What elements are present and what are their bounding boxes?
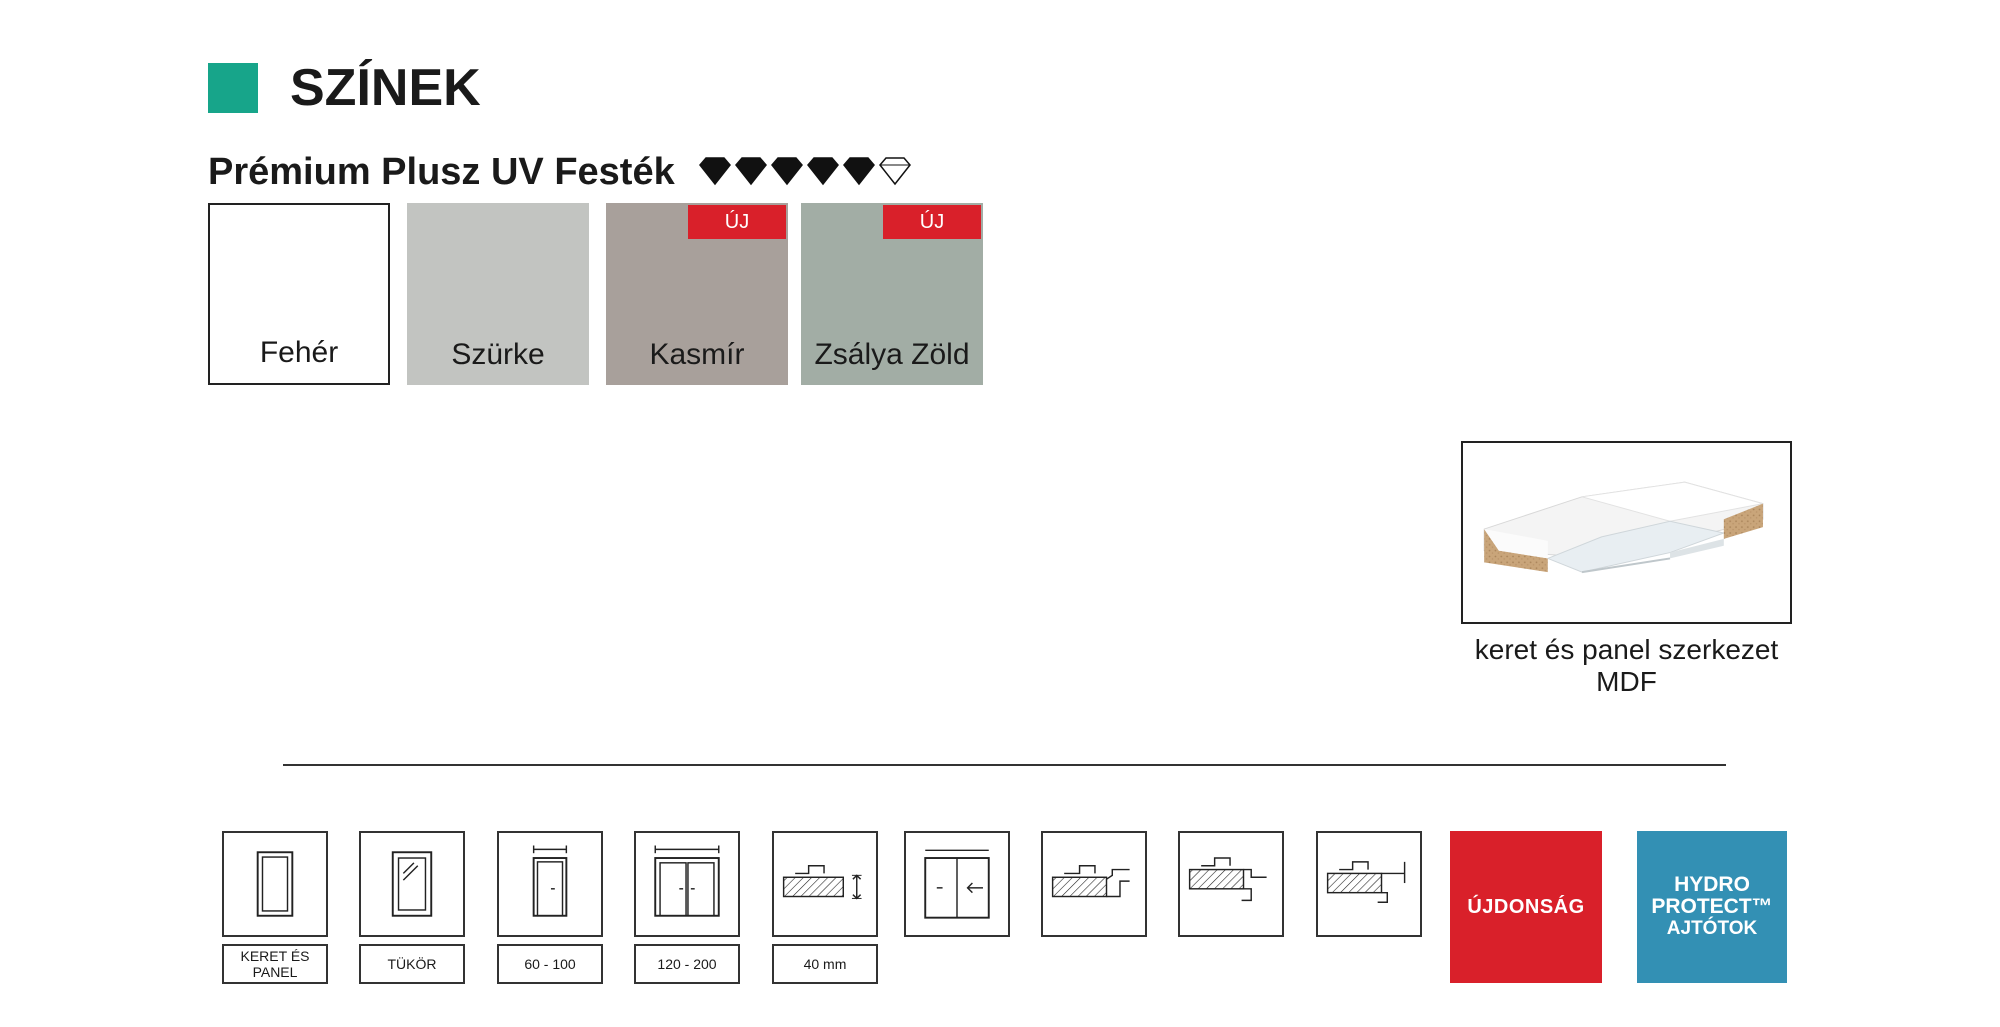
swatch-szurke[interactable]: Szürke	[407, 203, 589, 385]
feature-label: 120 - 200	[634, 944, 740, 984]
swatch-feher[interactable]: Fehér	[208, 203, 390, 385]
new-badge: ÚJ	[883, 205, 981, 239]
rebate-profile-1-icon	[1041, 831, 1147, 937]
mirror-door-icon	[359, 831, 465, 937]
rebate-profile-3-icon	[1316, 831, 1422, 937]
swatch-label: Zsálya Zöld	[814, 338, 970, 371]
feature-label: 60 - 100	[497, 944, 603, 984]
feature-label: 40 mm	[772, 944, 878, 984]
swatch-zsalya-zold[interactable]: ÚJ Zsálya Zöld	[801, 203, 983, 385]
rebate-profile-2-icon	[1178, 831, 1284, 937]
hydro-protect-badge: HYDRO PROTECT™ AJTÓTOK	[1637, 831, 1787, 983]
header-accent-square	[208, 63, 258, 113]
single-door-width-icon	[497, 831, 603, 937]
swatch-kasmir[interactable]: ÚJ Kasmír	[606, 203, 788, 385]
feature-label: TÜKÖR	[359, 944, 465, 984]
hydro-line2: PROTECT™	[1651, 895, 1773, 918]
structure-caption-line1: keret és panel szerkezet	[1474, 634, 1779, 665]
page-title: SZÍNEK	[290, 59, 481, 117]
swatch-label: Fehér	[259, 336, 339, 369]
diamond-filled-icon	[807, 157, 839, 186]
structure-image	[1461, 441, 1792, 624]
section-divider	[283, 764, 1726, 766]
new-product-badge: ÚJDONSÁG	[1450, 831, 1602, 983]
double-door-width-icon	[634, 831, 740, 937]
new-badge: ÚJ	[688, 205, 786, 239]
hydro-line3: AJTÓTOK	[1666, 918, 1758, 939]
diamond-empty-icon	[879, 157, 911, 186]
diamond-filled-icon	[699, 157, 731, 186]
swatch-label: Szürke	[451, 338, 545, 371]
quality-rating	[698, 156, 912, 186]
door-thickness-icon	[772, 831, 878, 937]
paint-name: Prémium Plusz UV Festék	[208, 151, 675, 193]
diamond-filled-icon	[771, 157, 803, 186]
sliding-door-icon	[904, 831, 1010, 937]
swatch-label: Kasmír	[649, 338, 745, 371]
panel-cross-section-icon	[1483, 481, 1764, 574]
structure-caption-line2: MDF	[1596, 666, 1657, 697]
structure-caption: keret és panel szerkezet MDF	[1461, 634, 1792, 698]
hydro-line1: HYDRO	[1674, 873, 1750, 896]
feature-label: KERET ÉS PANEL	[222, 944, 328, 984]
diamond-filled-icon	[843, 157, 875, 186]
frame-panel-door-icon	[222, 831, 328, 937]
diamond-filled-icon	[735, 157, 767, 186]
